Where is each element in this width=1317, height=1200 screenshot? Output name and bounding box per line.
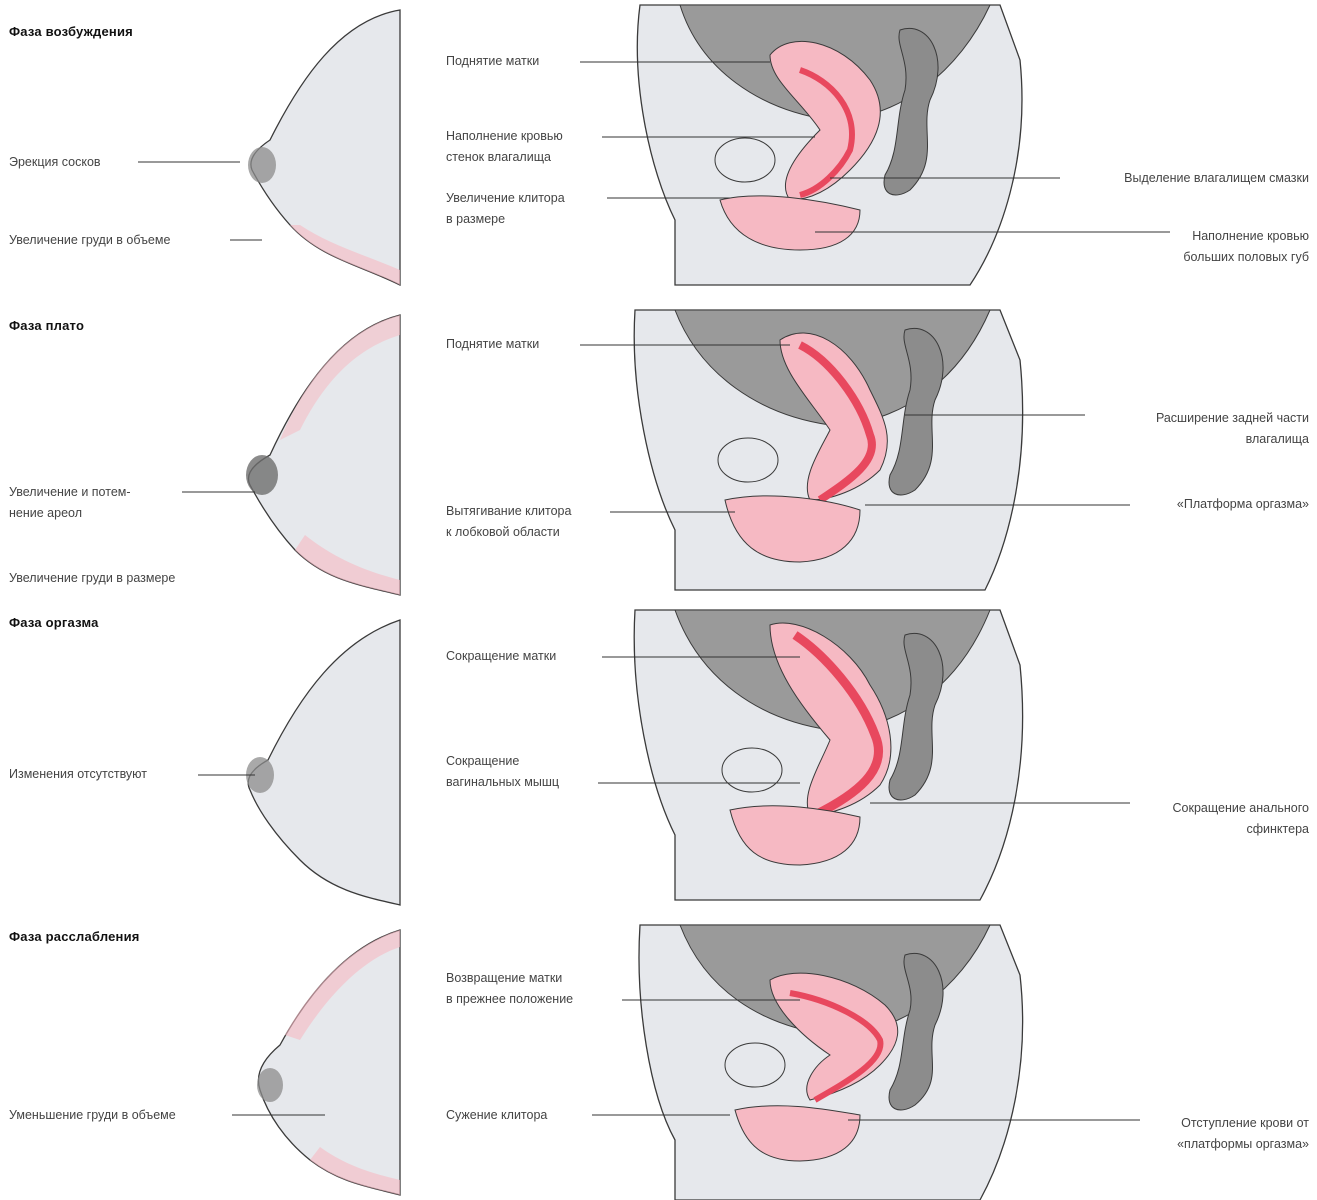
phase-excitement: Фаза возбуждения Эрекция сосков Увеличен…	[0, 0, 1317, 300]
pelvis-label: Сужение клитора	[446, 1105, 547, 1126]
pelvis-illustration	[0, 605, 1317, 915]
pelvis-label: «Платформа оргазма»	[1177, 494, 1309, 515]
pelvis-label: Возвращение матки в прежнее положение	[446, 968, 573, 1010]
pelvis-label: Наполнение кровью стенок влагалища	[446, 126, 563, 168]
pelvis-illustration	[0, 0, 1317, 300]
pelvis-label: Расширение задней части влагалища	[1156, 408, 1309, 450]
pelvis-label: Отступление крови от «платформы оргазма»	[1177, 1113, 1309, 1155]
phase-plateau: Фаза плато Увеличение и потем- нение аре…	[0, 300, 1317, 605]
pelvis-label: Наполнение кровью больших половых губ	[1183, 226, 1309, 268]
pelvis-label: Сокращение матки	[446, 646, 556, 667]
phase-orgasm: Фаза оргазма Изменения отсутствуют Сокра…	[0, 605, 1317, 915]
pelvis-label: Вытягивание клитора к лобковой области	[446, 501, 571, 543]
phase-resolution: Фаза расслабления Уменьшение груди в объ…	[0, 915, 1317, 1200]
pelvis-label: Поднятие матки	[446, 334, 539, 355]
pelvis-illustration	[0, 300, 1317, 605]
pelvis-label: Сокращение анального сфинктера	[1173, 798, 1309, 840]
pelvis-label: Поднятие матки	[446, 51, 539, 72]
pelvis-label: Увеличение клитора в размере	[446, 188, 565, 230]
pelvis-label: Выделение влагалищем смазки	[1124, 168, 1309, 189]
pelvis-label: Сокращение вагинальных мышц	[446, 751, 559, 793]
pelvis-illustration	[0, 915, 1317, 1200]
